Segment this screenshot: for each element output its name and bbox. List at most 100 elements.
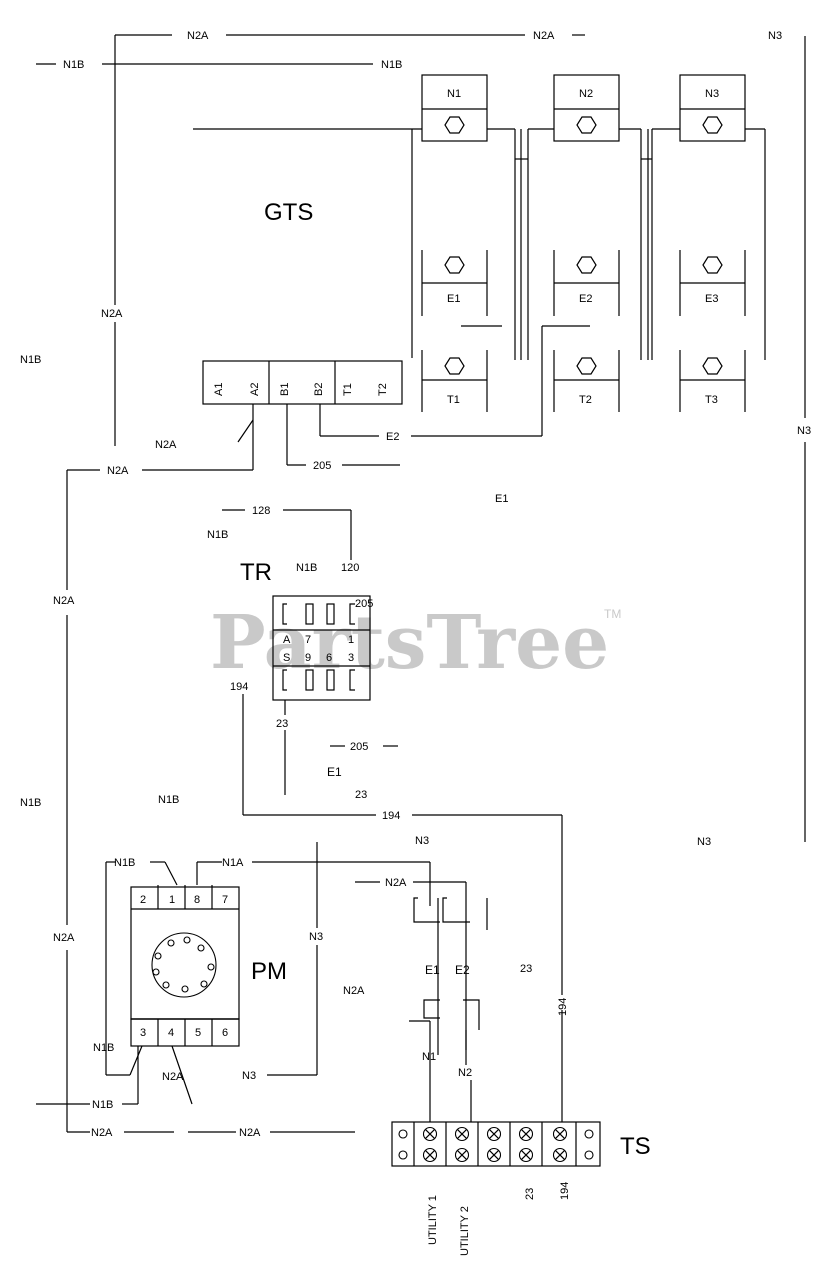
- wire-label-n3: N3: [309, 931, 323, 943]
- gts-terminal-block: [202, 360, 403, 405]
- wire-label-n2a: N2A: [53, 932, 75, 944]
- wire-label-n3: N3: [697, 836, 711, 848]
- pm-pin-4: 4: [168, 1027, 174, 1039]
- gts-terminal-a2: A2: [249, 383, 261, 396]
- wire-label-n2a: N2A: [385, 877, 407, 889]
- tr-wires: [222, 509, 563, 1122]
- tr-pin-1: 1: [348, 634, 354, 646]
- contact-module-1: [421, 74, 528, 412]
- wire-label-23: 23: [520, 963, 532, 975]
- tr-pin-6: 6: [326, 652, 332, 664]
- tr-pin-s: S: [283, 652, 290, 664]
- wire-label-n2a: N2A: [101, 308, 123, 320]
- relay-label-e1: E1: [425, 963, 440, 977]
- wire-label-205: 205: [313, 460, 331, 472]
- contact-label-e2: E2: [579, 293, 592, 305]
- pm-pin-1: 1: [169, 894, 175, 906]
- ts-label-utility-2: UTILITY 2: [459, 1206, 471, 1256]
- wire-label-n2a: N2A: [91, 1127, 113, 1139]
- wire-label-n1b: N1B: [158, 794, 179, 806]
- gts-terminal-b2: B2: [313, 383, 325, 396]
- wire-label-n3: N3: [768, 30, 782, 42]
- wire-label-n2a: N2A: [239, 1127, 261, 1139]
- pm-body: [130, 885, 240, 1047]
- ts-terminal-strip: [391, 1121, 601, 1167]
- tr-pin-7: 7: [305, 634, 311, 646]
- tr-relay-body: [272, 595, 371, 715]
- wire-label-e1: E1: [327, 765, 342, 779]
- wire-label-n2a: N2A: [187, 30, 209, 42]
- pm-pin-8: 8: [194, 894, 200, 906]
- watermark-trademark: TM: [604, 607, 621, 621]
- wire-label-n2a: N2A: [533, 30, 555, 42]
- wire-label-n2a: N2A: [155, 439, 177, 451]
- wire-label-n1: N1: [422, 1051, 436, 1063]
- wire-label-n3: N3: [797, 425, 811, 437]
- wire-label-205: 205: [350, 741, 368, 753]
- wire-label-n1b: N1B: [93, 1042, 114, 1054]
- contact-label-n1: N1: [447, 88, 461, 100]
- contact-label-e3: E3: [705, 293, 718, 305]
- wire-label-n1b: N1B: [92, 1099, 113, 1111]
- pm-pin-2: 2: [140, 894, 146, 906]
- wire-label-n1b: N1B: [20, 797, 41, 809]
- gts-label: GTS: [264, 199, 313, 226]
- tr-pin-a: A: [283, 634, 291, 646]
- wire-label-n2a: N2A: [343, 985, 365, 997]
- wire-label-120: 120: [341, 562, 359, 574]
- wire-label-n2: N2: [458, 1067, 472, 1079]
- wire-label-n2a: N2A: [107, 465, 129, 477]
- ts-label-utility-1: UTILITY 1: [427, 1195, 439, 1245]
- wire-label-n1b: N1B: [207, 529, 228, 541]
- e-relays: [355, 881, 488, 1122]
- gts-terminal-t2: T2: [377, 383, 389, 396]
- wire-label-n1b: N1B: [63, 59, 84, 71]
- watermark-text: PartsTree: [210, 600, 609, 686]
- contact-label-n3: N3: [705, 88, 719, 100]
- wire-label-e1: E1: [495, 493, 508, 505]
- wire-label-194: 194: [557, 998, 569, 1016]
- tr-label: TR: [240, 559, 272, 586]
- contact-label-t3: T3: [705, 394, 718, 406]
- ts-label: TS: [620, 1133, 651, 1160]
- pm-pin-5: 5: [195, 1027, 201, 1039]
- relay-label-e2: E2: [455, 963, 470, 977]
- wire-label-n1b: N1B: [296, 562, 317, 574]
- wire-label-194: 194: [382, 810, 400, 822]
- wire-label-n1b: N1B: [20, 354, 41, 366]
- contact-label-t1: T1: [447, 394, 460, 406]
- tr-pin-9: 9: [305, 652, 311, 664]
- wire-label-n1b: N1B: [114, 857, 135, 869]
- gts-terminal-t1: T1: [342, 383, 354, 396]
- gts-terminal-a1: A1: [213, 383, 225, 396]
- wire-label-n3: N3: [242, 1070, 256, 1082]
- wire-label-n2a: N2A: [53, 595, 75, 607]
- ts-label-194: 194: [559, 1182, 571, 1200]
- pm-wires: [36, 842, 431, 1133]
- wire-label-n2a: N2A: [162, 1071, 184, 1083]
- gts-terminal-b1: B1: [279, 383, 291, 396]
- wire-label-128: 128: [252, 505, 270, 517]
- contact-label-t2: T2: [579, 394, 592, 406]
- pm-pin-6: 6: [222, 1027, 228, 1039]
- pm-pin-7: 7: [222, 894, 228, 906]
- wire-label-n3: N3: [415, 835, 429, 847]
- wire-label-n1a: N1A: [222, 857, 244, 869]
- wire-label-205: 205: [355, 598, 373, 610]
- gts-terminal-wires: [66, 36, 806, 1132]
- wire-label-n1b: N1B: [381, 59, 402, 71]
- wire-label-194: 194: [230, 681, 248, 693]
- contact-module-2: [527, 74, 652, 436]
- pm-pin-3: 3: [140, 1027, 146, 1039]
- wire-label-e2: E2: [386, 431, 399, 443]
- pm-label: PM: [251, 958, 287, 985]
- contact-module-3: [651, 74, 766, 412]
- top-wires: [36, 34, 585, 446]
- tr-pin-3: 3: [348, 652, 354, 664]
- contact-label-e1: E1: [447, 293, 460, 305]
- wire-label-23: 23: [276, 718, 288, 730]
- ts-label-23: 23: [524, 1188, 536, 1200]
- contact-label-n2: N2: [579, 88, 593, 100]
- wire-label-23: 23: [355, 789, 367, 801]
